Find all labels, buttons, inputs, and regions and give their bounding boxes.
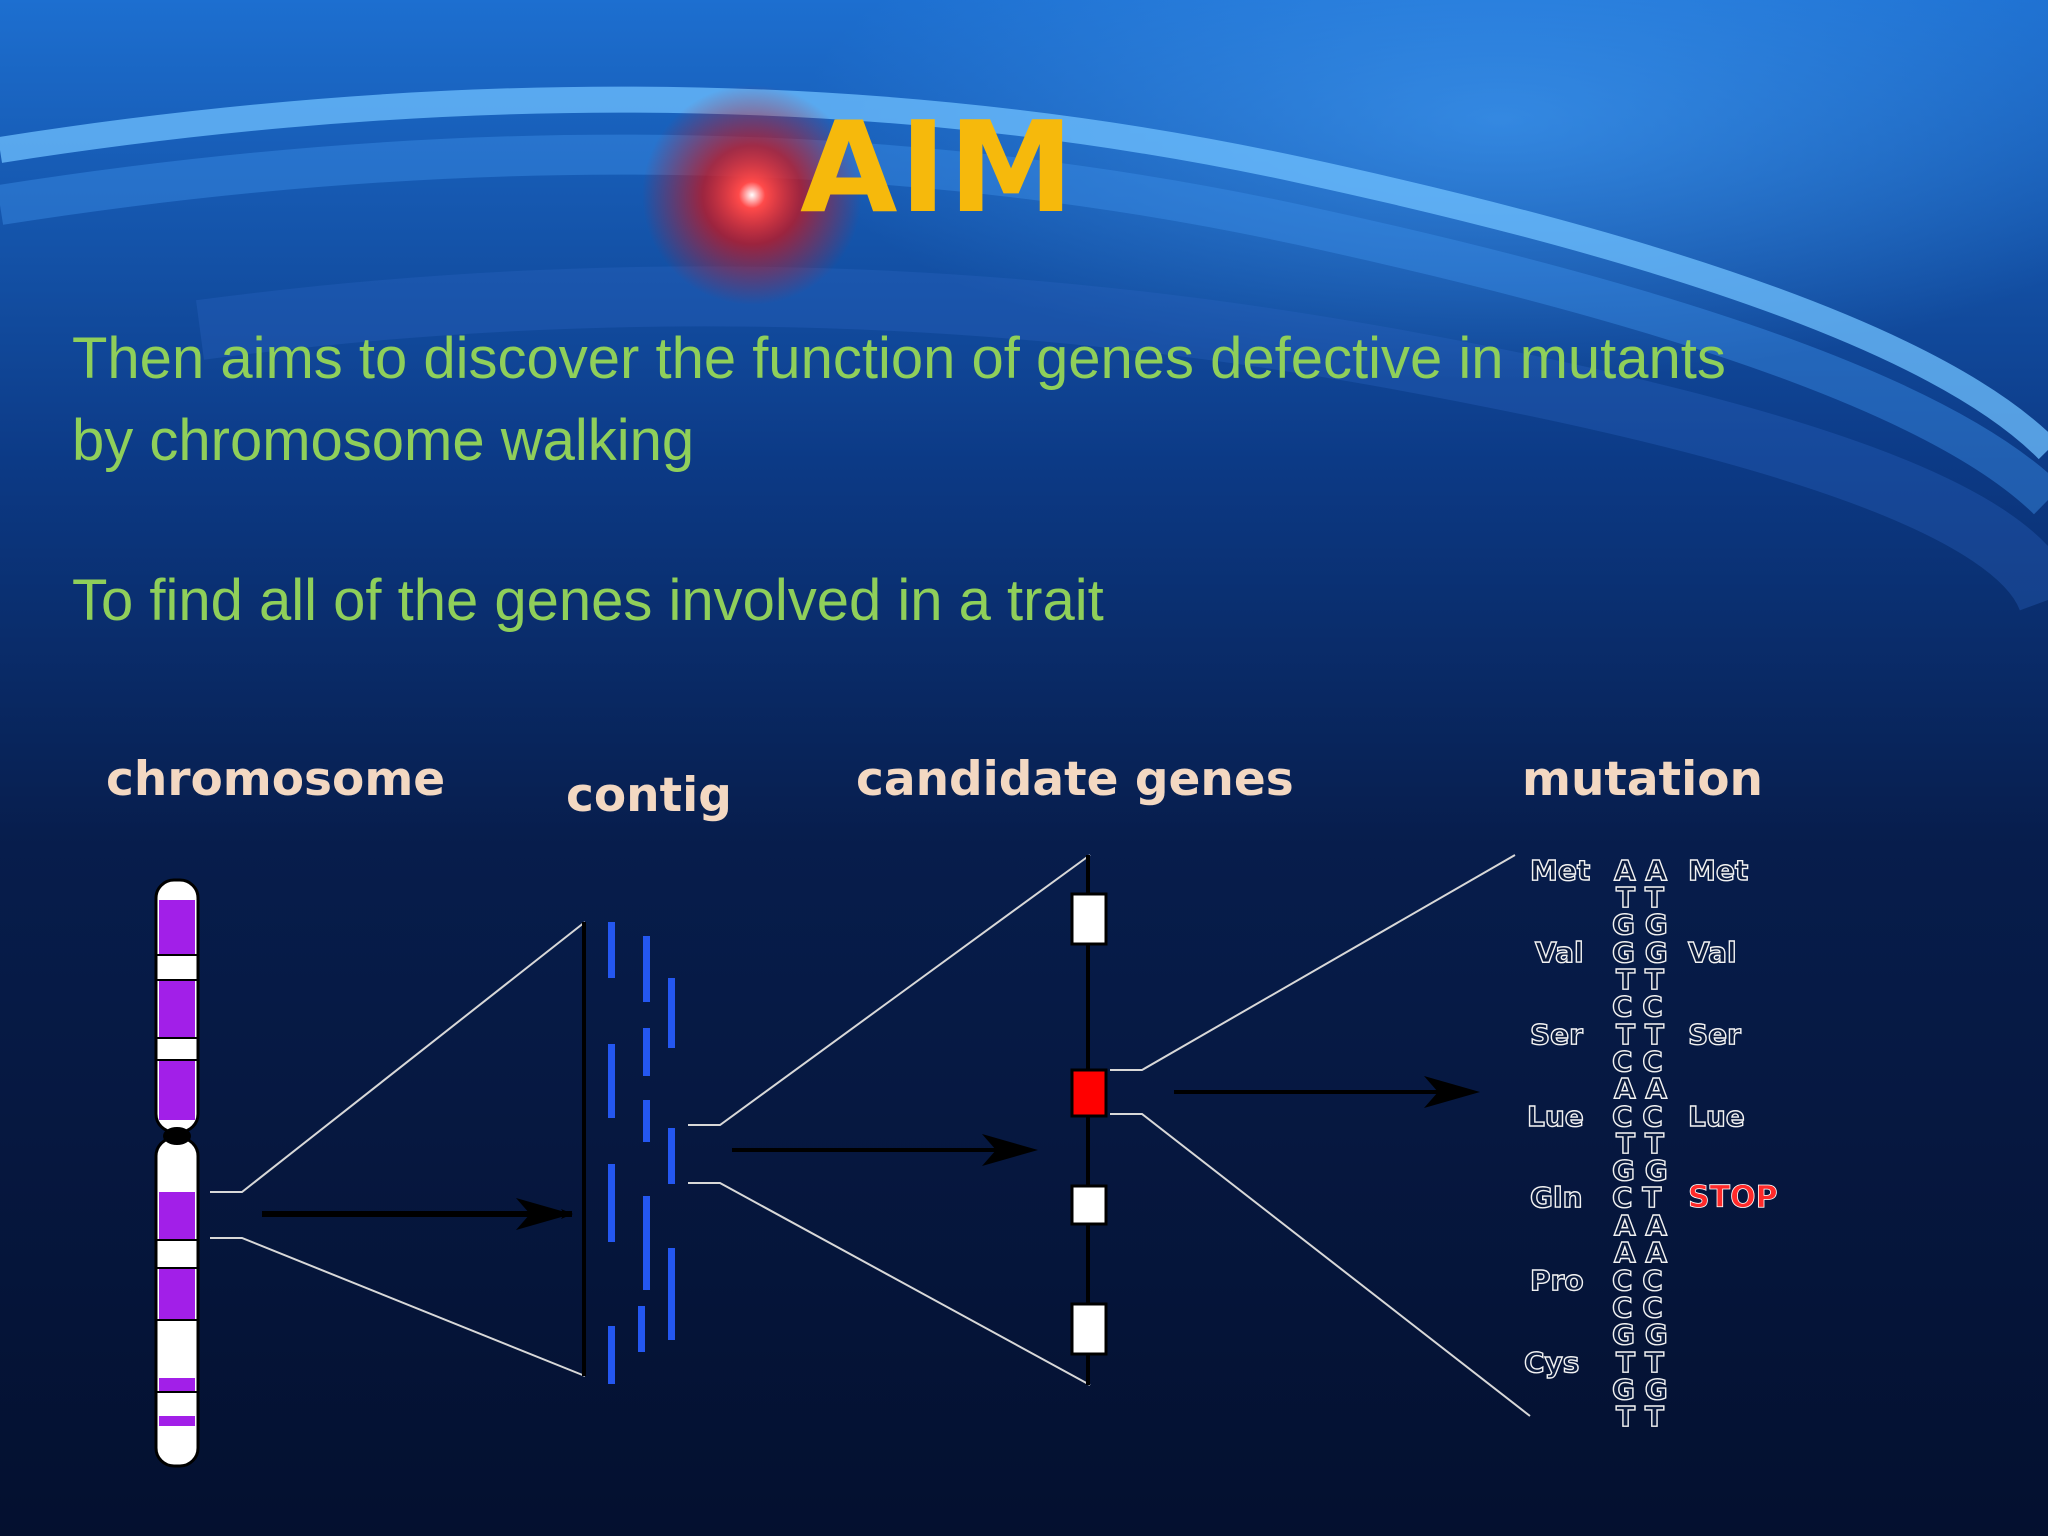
svg-text:A A: A A bbox=[1614, 854, 1667, 887]
svg-text:G G: G G bbox=[1612, 1318, 1668, 1351]
contig-fragment bbox=[608, 1164, 615, 1242]
svg-text:C C: C C bbox=[1612, 990, 1663, 1023]
svg-text:G G: G G bbox=[1612, 1154, 1668, 1187]
svg-text:A A: A A bbox=[1614, 1236, 1667, 1269]
contig-fragment bbox=[608, 1326, 615, 1384]
svg-text:C T: C T bbox=[1612, 1181, 1661, 1214]
chromosome-label: chromosome bbox=[106, 752, 446, 807]
svg-text:G G: G G bbox=[1612, 908, 1668, 941]
svg-text:C C: C C bbox=[1612, 1291, 1663, 1324]
slide-title: AIM bbox=[800, 94, 1076, 241]
zoom-lines-gene-mutation bbox=[1110, 854, 1531, 1417]
left-amino-acid: Ser bbox=[1530, 1018, 1583, 1051]
svg-text:C C: C C bbox=[1612, 1264, 1663, 1297]
svg-text:T T: T T bbox=[1616, 881, 1664, 914]
svg-text:T T: T T bbox=[1616, 1018, 1664, 1051]
aim-paragraph-1: Then aims to discover the function of ge… bbox=[72, 326, 1726, 473]
mutation-label: mutation bbox=[1522, 752, 1763, 807]
arrow-head bbox=[516, 1198, 572, 1230]
chromosome-band bbox=[159, 1060, 195, 1120]
svg-text:G G: G G bbox=[1612, 936, 1668, 969]
svg-text:C C: C C bbox=[1612, 1100, 1663, 1133]
svg-text:T T: T T bbox=[1616, 1346, 1664, 1379]
contig-fragment bbox=[643, 1100, 650, 1142]
chromosome-band bbox=[159, 900, 195, 955]
mutated-candidate-gene bbox=[1070, 1068, 1108, 1118]
contig-fragment bbox=[643, 1196, 650, 1290]
stop-codon-label: STOP bbox=[1688, 1180, 1778, 1215]
contig-label: contig bbox=[566, 768, 732, 823]
zoom-lines-chromosome-contig bbox=[210, 921, 586, 1377]
chromosome-band bbox=[159, 1416, 195, 1426]
left-amino-acid: Gln bbox=[1530, 1181, 1583, 1214]
left-amino-acid: Val bbox=[1535, 936, 1584, 969]
left-amino-acid: Lue bbox=[1527, 1100, 1584, 1133]
contig-fragment bbox=[668, 1248, 675, 1340]
chromosome-band bbox=[159, 980, 195, 1038]
contig-diagram bbox=[582, 922, 675, 1384]
contig-fragment bbox=[608, 922, 615, 978]
chromosome-band bbox=[159, 1268, 195, 1320]
svg-text:A A: A A bbox=[1614, 1072, 1667, 1105]
candidate-gene bbox=[1070, 1302, 1108, 1356]
contig-fragment bbox=[643, 936, 650, 1002]
aim-paragraph-2: To find all of the genes involved in a t… bbox=[72, 568, 1104, 633]
chromosome-ideogram bbox=[154, 878, 200, 1468]
left-amino-acid: Met bbox=[1530, 854, 1590, 887]
mutation-sequence: Met Val Ser Lue Gln Pro Cys Met Val Ser … bbox=[1523, 853, 1778, 1433]
candidate-genes-diagram bbox=[1070, 855, 1108, 1385]
right-amino-acid: Ser bbox=[1688, 1018, 1741, 1051]
chromosome-band bbox=[159, 1378, 195, 1392]
svg-text:T T: T T bbox=[1616, 1127, 1664, 1160]
candidate-gene bbox=[1070, 1184, 1108, 1226]
arrow-head bbox=[1424, 1076, 1480, 1108]
left-amino-acid: Cys bbox=[1524, 1346, 1579, 1379]
right-amino-acid: Met bbox=[1688, 854, 1748, 887]
contig-fragment bbox=[668, 978, 675, 1048]
candidate-genes-label: candidate genes bbox=[856, 752, 1294, 807]
svg-text:T T: T T bbox=[1616, 963, 1664, 996]
svg-text:A A: A A bbox=[1614, 1209, 1667, 1242]
candidate-gene bbox=[1070, 892, 1108, 946]
svg-text:G G: G G bbox=[1612, 1373, 1668, 1406]
contig-fragment bbox=[638, 1306, 645, 1352]
contig-fragment bbox=[608, 1044, 615, 1118]
contig-fragment bbox=[643, 1028, 650, 1076]
chromosome-band bbox=[159, 1192, 195, 1240]
centromere bbox=[163, 1127, 191, 1145]
contig-fragment bbox=[668, 1128, 675, 1184]
svg-text:C C: C C bbox=[1612, 1045, 1663, 1078]
zoom-lines-contig-genes bbox=[688, 854, 1091, 1386]
left-amino-acid: Pro bbox=[1530, 1264, 1584, 1297]
right-amino-acid: Val bbox=[1688, 936, 1737, 969]
arrow-head bbox=[982, 1134, 1038, 1166]
right-amino-acid: Lue bbox=[1688, 1100, 1745, 1133]
svg-text:T T: T T bbox=[1616, 1400, 1664, 1433]
